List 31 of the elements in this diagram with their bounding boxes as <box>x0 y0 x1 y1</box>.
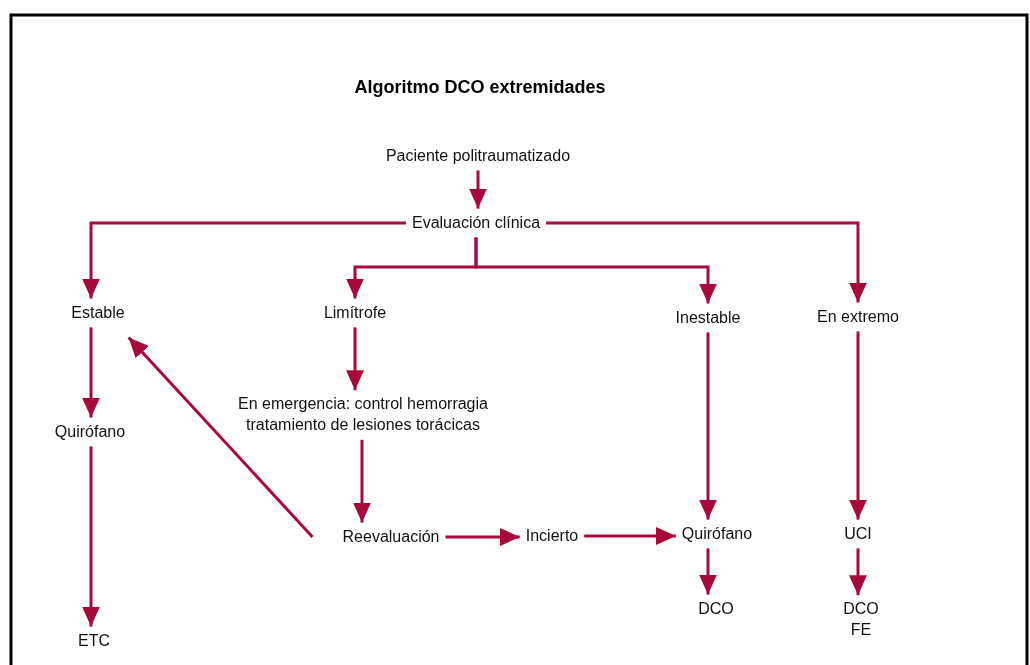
flow-step-text: Estable <box>65 298 131 328</box>
arrow <box>849 548 867 596</box>
arrow <box>546 221 867 303</box>
flow-step-text: Reevaluación <box>312 522 446 552</box>
arrow <box>469 170 487 209</box>
flow-step-text: Quirófano <box>675 519 759 549</box>
flow-step-text: Limítrofe <box>317 298 393 328</box>
arrow <box>584 527 676 545</box>
flow-step-text: DCO <box>692 594 740 624</box>
arrow <box>353 439 371 523</box>
flow-step-text: Paciente politraumatizado <box>379 141 577 171</box>
arrow <box>127 336 314 538</box>
flow-step-text: Quirófano <box>48 417 132 447</box>
arrow <box>445 528 520 546</box>
arrow <box>849 331 867 520</box>
flow-step-text: UCI <box>838 519 878 549</box>
arrow <box>474 237 717 304</box>
arrow <box>82 221 406 299</box>
arrow <box>82 446 100 627</box>
arrow <box>346 327 364 391</box>
flow-step-text: Evaluación clínica <box>405 208 547 238</box>
arrow <box>82 327 100 418</box>
flow-step-text: En emergencia: control hemorragia tratamiento de lesiones torácicas <box>207 390 519 440</box>
arrow <box>699 548 717 595</box>
diagram-title: Algoritmo DCO extremidades <box>354 76 606 98</box>
flow-step-text: Incierto <box>519 521 585 551</box>
flow-step-text: En extremo <box>811 302 905 332</box>
flow-step-text: Inestable <box>669 303 747 333</box>
flow-step-text: DCO FE <box>835 595 887 645</box>
flow-step-text: ETC <box>72 626 116 656</box>
arrow <box>699 332 717 520</box>
